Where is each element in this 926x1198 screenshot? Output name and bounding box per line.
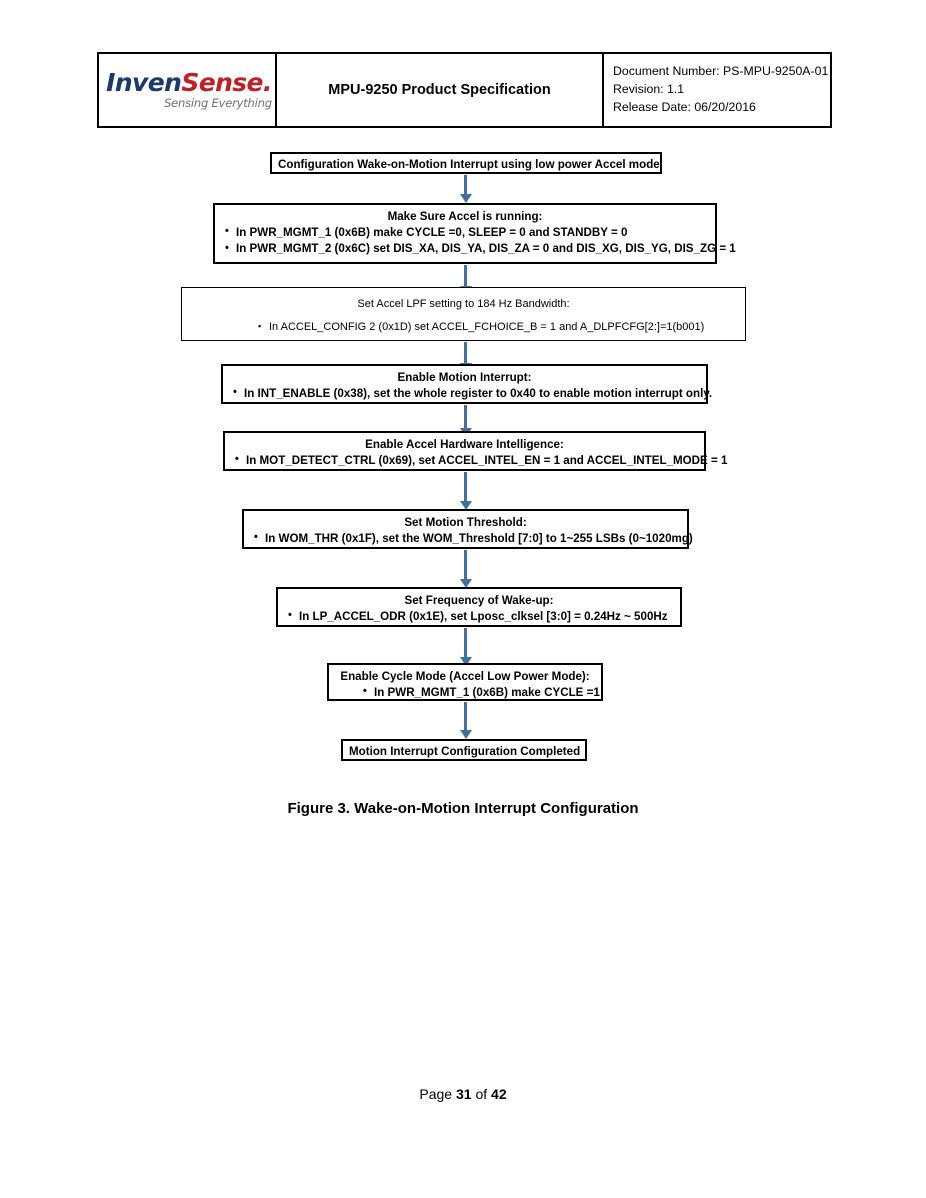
logo-registered-dot: . bbox=[262, 68, 273, 98]
bullet-item: In ACCEL_CONFIG 2 (0x1D) set ACCEL_FCHOI… bbox=[190, 320, 737, 336]
flow-node-accel-lpf-title: Set Accel LPF setting to 184 Hz Bandwidt… bbox=[357, 298, 570, 310]
flow-node-hardware-intelligence-title: Enable Accel Hardware Intelligence: bbox=[365, 438, 564, 451]
figure-caption: Figure 3. Wake-on-Motion Interrupt Confi… bbox=[287, 800, 639, 817]
flow-node-completed-title: Motion Interrupt Configuration Completed bbox=[349, 745, 581, 758]
flow-node-start[interactable]: Configuration Wake-on-Motion Interrupt u… bbox=[270, 152, 662, 174]
document-release-date: Release Date: 06/20/2016 bbox=[613, 99, 756, 114]
flow-node-completed[interactable]: Motion Interrupt Configuration Completed bbox=[341, 739, 587, 761]
flow-node-motion-threshold-title: Set Motion Threshold: bbox=[404, 516, 527, 529]
flow-arrow-8 bbox=[459, 702, 472, 739]
bullet-item: In INT_ENABLE (0x38), set the whole regi… bbox=[231, 385, 712, 402]
footer-middle: of bbox=[471, 1086, 492, 1102]
flow-node-wakeup-frequency[interactable]: Set Frequency of Wake-up: In LP_ACCEL_OD… bbox=[276, 587, 682, 627]
bullet-item: In MOT_DETECT_CTRL (0x69), set ACCEL_INT… bbox=[233, 452, 727, 469]
footer-total-pages: 42 bbox=[491, 1086, 507, 1102]
flow-node-cycle-mode-title: Enable Cycle Mode (Accel Low Power Mode)… bbox=[340, 670, 590, 683]
flow-node-hardware-intelligence[interactable]: Enable Accel Hardware Intelligence: In M… bbox=[223, 431, 727, 471]
bullet-item: In WOM_THR (0x1F), set the WOM_Threshold… bbox=[252, 530, 693, 547]
document-number: Document Number: PS-MPU-9250A-01 bbox=[613, 64, 829, 79]
flow-node-motion-threshold[interactable]: Set Motion Threshold: In WOM_THR (0x1F),… bbox=[242, 509, 693, 549]
flow-arrow-1 bbox=[459, 175, 472, 203]
flow-node-accel-running[interactable]: Make Sure Accel is running: In PWR_MGMT_… bbox=[213, 203, 736, 264]
bullet-item: In LP_ACCEL_ODR (0x1E), set Lposc_clksel… bbox=[286, 608, 672, 625]
flow-node-wakeup-frequency-bullets: In LP_ACCEL_ODR (0x1E), set Lposc_clksel… bbox=[286, 608, 672, 625]
flow-node-motion-interrupt-bullets: In INT_ENABLE (0x38), set the whole regi… bbox=[231, 385, 712, 402]
flow-node-motion-interrupt-title: Enable Motion Interrupt: bbox=[397, 371, 532, 384]
header-logo-cell: InvenSense. Sensing Everything bbox=[99, 54, 277, 126]
flow-node-accel-running-bullets: In PWR_MGMT_1 (0x6B) make CYCLE =0, SLEE… bbox=[223, 224, 736, 258]
flow-node-wakeup-frequency-title: Set Frequency of Wake-up: bbox=[404, 594, 554, 607]
flow-arrow-2 bbox=[459, 265, 472, 295]
page-footer: Page 31 of 42 bbox=[0, 1086, 926, 1102]
logo-text-sense: Sense bbox=[181, 68, 263, 98]
flow-arrow-7 bbox=[459, 628, 472, 666]
document-revision: Revision: 1.1 bbox=[613, 82, 685, 97]
flow-node-cycle-mode-bullets: In PWR_MGMT_1 (0x6B) make CYCLE =1 bbox=[337, 684, 600, 701]
logo-wordmark: InvenSense. bbox=[106, 70, 272, 95]
invensense-logo: InvenSense. Sensing Everything bbox=[102, 70, 272, 110]
footer-prefix: Page bbox=[419, 1086, 456, 1102]
flow-node-accel-lpf-bullets: In ACCEL_CONFIG 2 (0x1D) set ACCEL_FCHOI… bbox=[190, 320, 737, 336]
bullet-item: In PWR_MGMT_2 (0x6C) set DIS_XA, DIS_YA,… bbox=[223, 241, 736, 257]
logo-tagline: Sensing Everything bbox=[164, 96, 272, 111]
document-title: MPU-9250 Product Specification bbox=[328, 82, 551, 98]
flow-node-hardware-intelligence-bullets: In MOT_DETECT_CTRL (0x69), set ACCEL_INT… bbox=[233, 452, 727, 469]
bullet-item: In PWR_MGMT_1 (0x6B) make CYCLE =1 bbox=[361, 684, 600, 701]
bullet-item: In PWR_MGMT_1 (0x6B) make CYCLE =0, SLEE… bbox=[223, 224, 707, 241]
flow-node-accel-lpf[interactable]: Set Accel LPF setting to 184 Hz Bandwidt… bbox=[181, 287, 746, 341]
flow-node-cycle-mode[interactable]: Enable Cycle Mode (Accel Low Power Mode)… bbox=[327, 663, 603, 701]
footer-current-page: 31 bbox=[455, 1086, 472, 1102]
document-header-table: InvenSense. Sensing Everything MPU-9250 … bbox=[97, 52, 832, 128]
flow-arrow-5 bbox=[459, 472, 472, 510]
flow-arrow-3 bbox=[459, 342, 472, 372]
logo-text-inven: Inven bbox=[106, 68, 182, 98]
flow-node-motion-interrupt[interactable]: Enable Motion Interrupt: In INT_ENABLE (… bbox=[221, 364, 712, 404]
flow-arrow-4 bbox=[459, 405, 472, 437]
header-title-cell: MPU-9250 Product Specification bbox=[277, 54, 604, 126]
flow-node-motion-threshold-bullets: In WOM_THR (0x1F), set the WOM_Threshold… bbox=[252, 530, 693, 547]
flow-node-start-title: Configuration Wake-on-Motion Interrupt u… bbox=[278, 158, 660, 171]
flow-node-accel-running-title: Make Sure Accel is running: bbox=[387, 210, 543, 223]
header-metadata-cell: Document Number: PS-MPU-9250A-01 Revisio… bbox=[604, 54, 830, 126]
flow-arrow-6 bbox=[459, 550, 472, 588]
